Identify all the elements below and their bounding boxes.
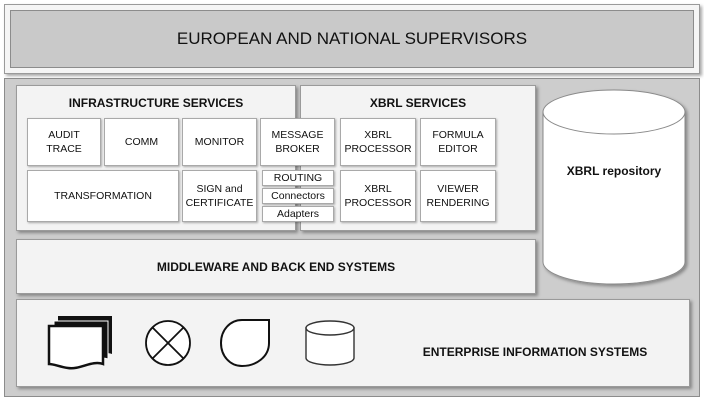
xbrl-processor-label-2: XBRL PROCESSOR: [344, 183, 412, 209]
summing-junction-icon: [145, 320, 191, 366]
monitor-box: MONITOR: [182, 118, 257, 166]
infrastructure-services-title: INFRASTRUCTURE SERVICES: [16, 94, 296, 112]
message-broker-label: MESSAGE BROKER: [271, 129, 324, 155]
sign-certificate-box: SIGN and CERTIFICATE: [182, 170, 257, 222]
xbrl-repository-cylinder-icon: [542, 89, 686, 285]
xbrl-services-panel: [300, 85, 536, 231]
enterprise-text: ENTERPRISE INFORMATION SYSTEMS: [422, 345, 648, 359]
adapters-label: Adapters: [276, 208, 320, 220]
routing-box: ROUTING: [262, 170, 334, 186]
sign-certificate-label: SIGN and CERTIFICATE: [185, 183, 254, 209]
multi-document-icon: [47, 316, 112, 370]
viewer-rendering-label: VIEWER RENDERING: [426, 183, 490, 209]
xbrl-repository-text: XBRL repository: [566, 164, 662, 178]
xbrl-services-title: XBRL SERVICES: [340, 94, 496, 112]
connectors-label: Connectors: [271, 190, 325, 202]
xbrl-processor-label-1: XBRL PROCESSOR: [344, 129, 412, 155]
connectors-box: Connectors: [262, 188, 334, 204]
top-banner: EUROPEAN AND NATIONAL SUPERVISORS: [10, 10, 694, 68]
monitor-label: MONITOR: [194, 136, 245, 148]
comm-box: COMM: [104, 118, 179, 166]
xbrl-repository-label: XBRL repository: [543, 162, 685, 180]
xbrl-services-title-text: XBRL SERVICES: [369, 96, 467, 110]
xbrl-processor-box-2: XBRL PROCESSOR: [340, 170, 416, 222]
formula-editor-label: FORMULA EDITOR: [432, 129, 484, 155]
infrastructure-services-title-text: INFRASTRUCTURE SERVICES: [68, 96, 244, 110]
comm-label: COMM: [124, 136, 159, 148]
middleware-bar: MIDDLEWARE AND BACK END SYSTEMS: [16, 239, 536, 294]
audit-trace-box: AUDIT TRACE: [27, 118, 101, 166]
audit-trace-label: AUDIT TRACE: [46, 129, 82, 155]
transformation-box: TRANSFORMATION: [27, 170, 179, 222]
direct-storage-icon: [305, 320, 355, 366]
enterprise-label: ENTERPRISE INFORMATION SYSTEMS: [400, 343, 670, 361]
formula-editor-box: FORMULA EDITOR: [420, 118, 496, 166]
message-broker-box: MESSAGE BROKER: [260, 118, 335, 166]
top-banner-label: EUROPEAN AND NATIONAL SUPERVISORS: [176, 29, 528, 48]
display-icon: [219, 319, 270, 368]
adapters-box: Adapters: [262, 206, 334, 222]
middleware-label: MIDDLEWARE AND BACK END SYSTEMS: [156, 259, 396, 274]
transformation-label: TRANSFORMATION: [54, 190, 152, 202]
routing-label: ROUTING: [273, 172, 323, 184]
viewer-rendering-box: VIEWER RENDERING: [420, 170, 496, 222]
xbrl-processor-box-1: XBRL PROCESSOR: [340, 118, 416, 166]
